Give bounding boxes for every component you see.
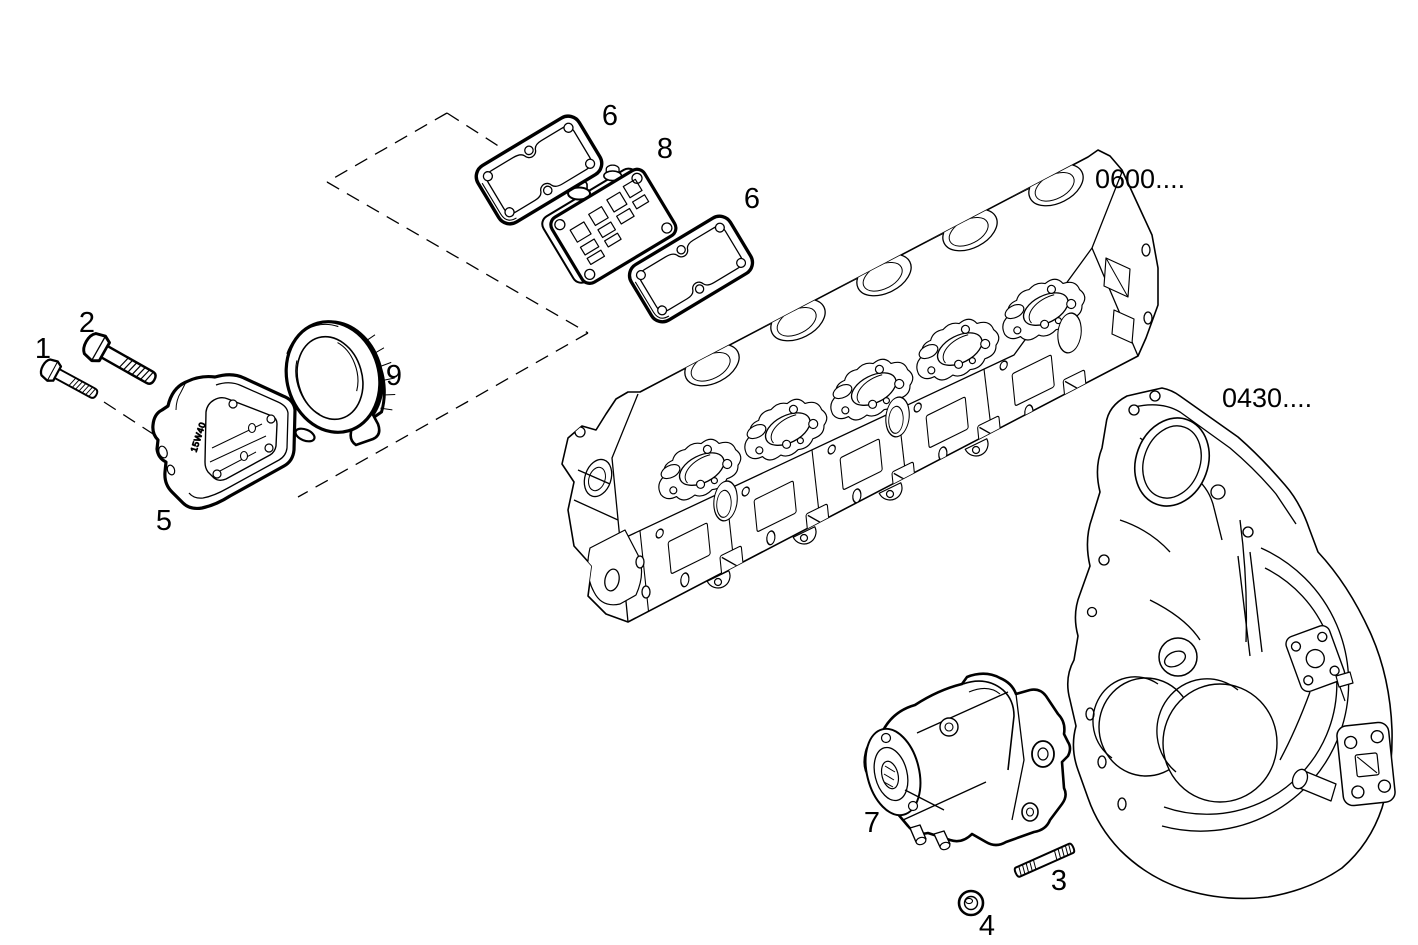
callout-7[interactable]: 7 xyxy=(864,807,880,839)
callout-9[interactable]: 9 xyxy=(386,360,402,392)
part-side-cover[interactable]: 15W40 xyxy=(151,373,297,511)
callout-5[interactable]: 5 xyxy=(156,505,172,537)
callout-6-upper[interactable]: 6 xyxy=(602,100,618,132)
part-threaded-stud[interactable] xyxy=(1013,842,1076,878)
guide-line xyxy=(326,181,589,334)
callout-4[interactable]: 4 xyxy=(979,910,995,942)
part-flywheel-housing[interactable] xyxy=(1066,387,1396,900)
callout-1[interactable]: 1 xyxy=(35,333,51,365)
part-electronic-unit[interactable] xyxy=(529,144,680,290)
guide-line xyxy=(297,332,589,498)
ref-flywheel-housing[interactable]: 0430.... xyxy=(1222,383,1312,413)
part-seal-clamp-ring[interactable] xyxy=(273,310,404,447)
callout-2[interactable]: 2 xyxy=(79,307,95,339)
guide-line xyxy=(103,401,171,446)
part-flange-nut[interactable] xyxy=(957,889,985,917)
part-cylinder-head[interactable] xyxy=(561,144,1159,623)
ref-cylinder-head[interactable]: 0600.... xyxy=(1095,164,1185,194)
callout-3[interactable]: 3 xyxy=(1051,865,1067,897)
guide-line xyxy=(326,112,448,183)
part-starter-motor[interactable] xyxy=(857,672,1072,851)
callout-8[interactable]: 8 xyxy=(657,133,673,165)
guide-line xyxy=(446,112,501,148)
callout-6-lower[interactable]: 6 xyxy=(744,183,760,215)
assembly-guide-lines xyxy=(103,112,589,498)
